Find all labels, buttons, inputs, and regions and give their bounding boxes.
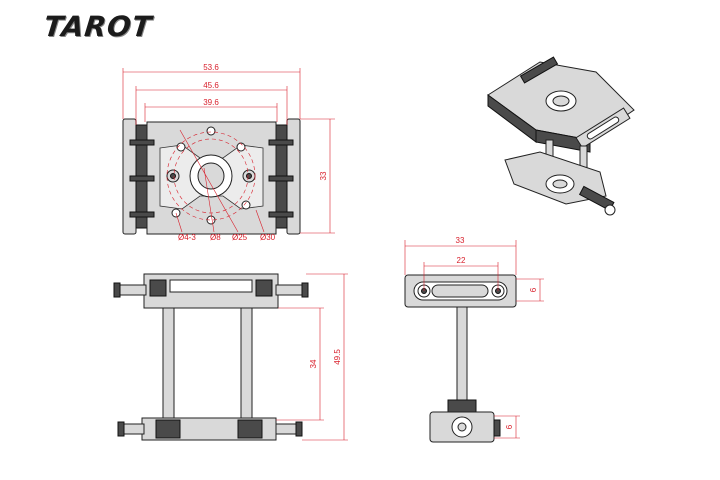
front-top-block-right xyxy=(255,279,273,297)
mount-hole-left-center xyxy=(170,173,176,179)
bolt-right-upper xyxy=(268,139,294,146)
iso-bottom-hole-inner xyxy=(552,179,568,189)
dim-side-width: 33 xyxy=(456,236,465,245)
front-bottom-nut-left xyxy=(117,421,125,437)
iso-center-hole-inner xyxy=(552,95,570,107)
top-view: 53.6 45.6 39.6 33 Ø4-3 Ø8 Ø25 Ø30 xyxy=(122,63,335,242)
bolt-left-upper xyxy=(129,139,155,146)
dim-width-inner: 39.6 xyxy=(203,98,219,107)
bolt-right-lower xyxy=(268,211,294,218)
leader-hole-25 xyxy=(179,129,239,233)
front-top-block-left xyxy=(149,279,167,297)
bolt-left-lower xyxy=(129,211,155,218)
front-shaft-right xyxy=(240,307,253,421)
dim-width-outer: 53.6 xyxy=(203,63,219,72)
dim-top-thickness: 6 xyxy=(529,287,538,292)
front-bottom-block-left xyxy=(155,419,181,439)
label-hole-30: Ø30 xyxy=(260,233,276,242)
bolt-left-middle xyxy=(129,175,155,182)
side-view: 33 22 6 6 xyxy=(404,236,544,443)
hole-top-center xyxy=(206,126,216,136)
dim-slot-span: 22 xyxy=(457,256,466,265)
front-top-nut-right xyxy=(301,282,309,298)
hole-top-left xyxy=(176,142,186,152)
front-view: 34 49.5 xyxy=(113,273,348,441)
side-slot-inner xyxy=(431,284,489,298)
front-shaft-left xyxy=(162,307,175,421)
bolt-right-middle xyxy=(268,175,294,182)
isometric-view xyxy=(487,56,635,216)
mount-hole-right-center xyxy=(246,173,252,179)
side-shaft xyxy=(456,306,468,416)
leader-hole-small xyxy=(175,212,183,233)
dim-width-mid: 45.6 xyxy=(203,81,219,90)
label-hole-25: Ø25 xyxy=(232,233,248,242)
side-bottom-nut xyxy=(493,419,501,437)
dim-height: 33 xyxy=(319,171,328,180)
iso-rail-back xyxy=(519,56,559,84)
leader-hole-8 xyxy=(203,167,215,233)
leader-hole-30 xyxy=(255,209,265,233)
dim-height-inner: 34 xyxy=(309,359,318,368)
hole-bottom-right xyxy=(241,200,251,210)
dim-height-total: 49.5 xyxy=(333,349,342,365)
front-top-slot xyxy=(169,279,253,293)
front-top-nut-left xyxy=(113,282,121,298)
iso-rail-front-slot xyxy=(586,116,620,140)
hole-top-right xyxy=(236,142,246,152)
label-hole-8: Ø8 xyxy=(210,233,221,242)
dim-bottom-thickness: 6 xyxy=(505,424,514,429)
iso-plate-side-front xyxy=(535,129,591,153)
side-bottom-hole-inner xyxy=(457,422,467,432)
front-bottom-block-right xyxy=(237,419,263,439)
bolt-circle-30 xyxy=(166,131,256,221)
label-hole-small: Ø4-3 xyxy=(178,233,196,242)
iso-bottom-nut xyxy=(604,204,616,216)
front-bottom-nut-right xyxy=(295,421,303,437)
